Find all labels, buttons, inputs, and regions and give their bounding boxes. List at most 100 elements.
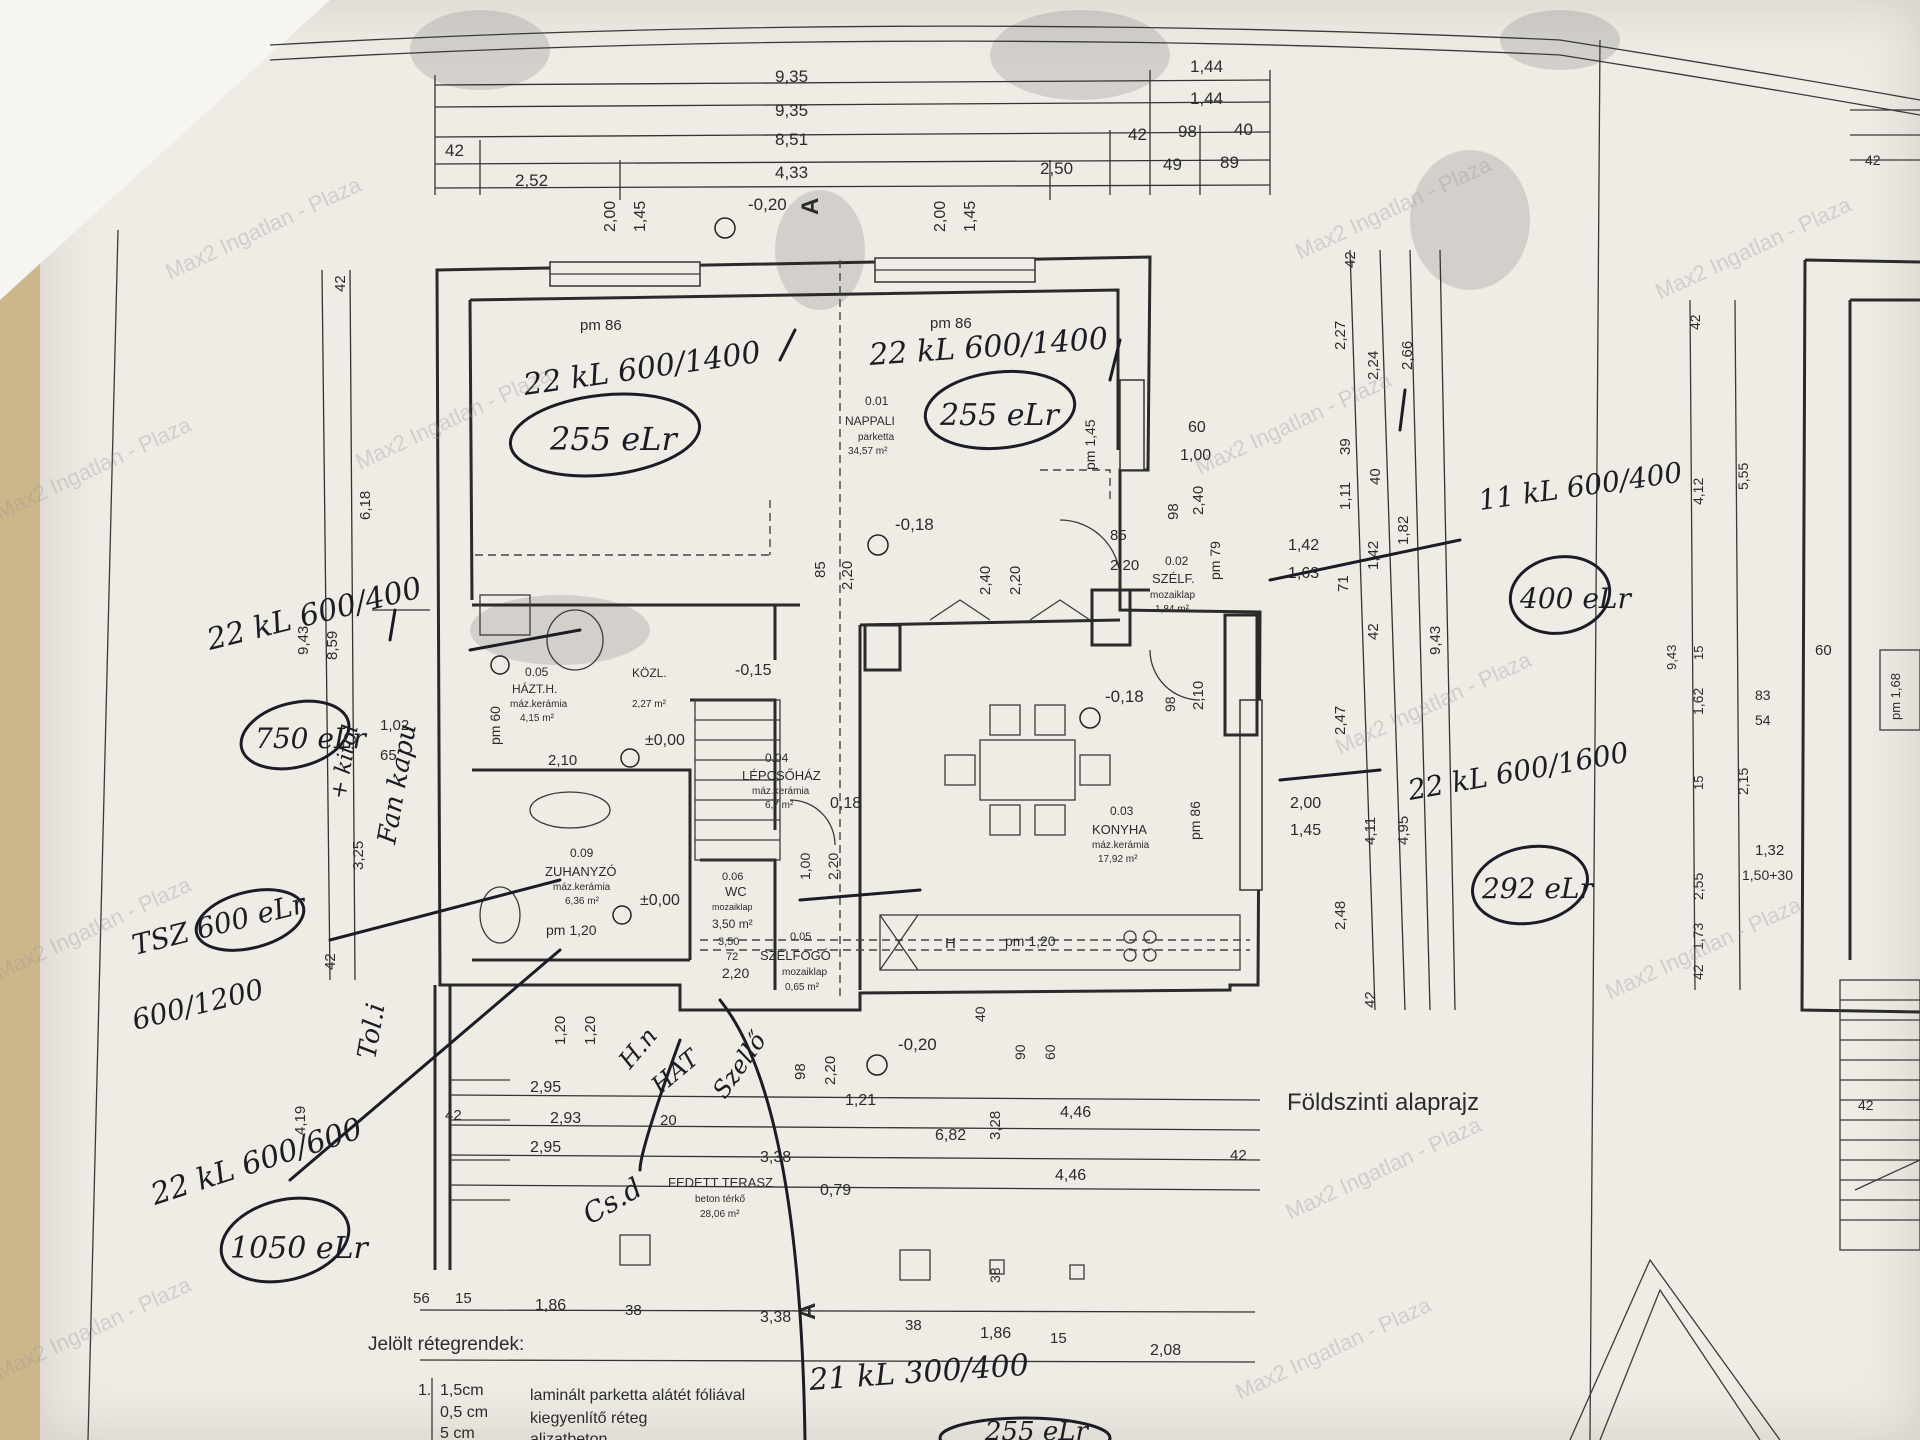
- rs-dim-18: 42: [1858, 1097, 1874, 1113]
- hw-note-17: Cs.d: [577, 1171, 648, 1231]
- top-dim-3b: 42: [1128, 125, 1147, 144]
- win-label-13: 1,42: [1288, 537, 1319, 554]
- rs-dim-9: 2,55: [1690, 873, 1706, 900]
- top-dim-4c: 2,50: [1040, 159, 1073, 178]
- int-dim-9: 1,00: [797, 853, 813, 880]
- hw-note-2: 22 kL 600/1400: [867, 321, 1109, 373]
- watermark-1: Max2 Ingatlan - Plaza: [162, 172, 366, 285]
- right-dim-13: 4,11: [1362, 817, 1379, 845]
- top-dim-1a: 9,35: [775, 67, 808, 86]
- right-dim-14: 4,95: [1395, 816, 1412, 845]
- bottom-dimension-labels: 1,20 1,20 98 2,20 2,95 1,21 42 2,93 20 6…: [413, 1016, 1247, 1359]
- win-label-4: pm 86: [580, 317, 622, 334]
- plan-title: Földszinti alaprajz: [1287, 1089, 1479, 1116]
- bot-dim-r6-7: 15: [1050, 1330, 1067, 1347]
- bot-dim-misc-0: 38: [987, 1267, 1003, 1283]
- hw-note-3: 255 eLr: [939, 398, 1060, 433]
- room-kozl-area: 2,27 m²: [632, 699, 667, 710]
- legend-row-2-thickness: 5 cm: [440, 1425, 475, 1440]
- int-dim-8: 2,10: [548, 752, 577, 769]
- watermark-9: Max2 Ingatlan - Plaza: [1282, 1112, 1486, 1225]
- rs-dim-12: 60: [1815, 642, 1832, 659]
- bot-dim-r1-3: 2,20: [822, 1056, 839, 1085]
- bot-dim-r2-0: 2,95: [530, 1079, 561, 1096]
- level-d: ±0,00: [645, 732, 685, 749]
- level-a: -0,20: [748, 195, 787, 214]
- bottom-dimension-lines: [419, 1094, 1261, 1363]
- hw-note-0: 22 kL 600/1400: [520, 335, 763, 403]
- level-b: -0,18: [895, 515, 934, 534]
- int-dim-6: pm 86: [1187, 801, 1203, 840]
- win-label-12: pm 79: [1207, 541, 1223, 580]
- bot-dim-r4-1: 3,38: [760, 1149, 791, 1166]
- rs-dim-13: 83: [1755, 687, 1771, 703]
- int-dim-18: 60: [1042, 1044, 1058, 1060]
- bot-dim-r6-8: 2,08: [1150, 1342, 1181, 1359]
- rs-dim-17: pm 1,68: [1888, 673, 1903, 720]
- section-mark-top: A: [797, 198, 824, 215]
- bot-dim-r4-2: 42: [1230, 1147, 1247, 1164]
- top-dim-4d: 49: [1163, 155, 1182, 174]
- int-dim-14: pm 1,20: [546, 922, 597, 938]
- win-label-15: pm 1,45: [1082, 419, 1098, 470]
- top-dim-3a: 8,51: [775, 130, 808, 149]
- rs-dim-6: 1,62: [1690, 688, 1706, 715]
- handwritten-annotations: 22 kL 600/1400 255 eLr 22 kL 600/1400 25…: [129, 321, 1684, 1440]
- win-label-3: 1,45: [962, 201, 979, 232]
- interior-walls: [472, 588, 1259, 990]
- bathroom-fixtures: [479, 594, 611, 944]
- door-swings: [789, 519, 1201, 846]
- legend-row-2-desc: aljzatbeton: [530, 1431, 607, 1440]
- room-haztarto-area: 4,15 m²: [520, 713, 555, 724]
- bot-dim-r6-0: 56: [413, 1290, 430, 1307]
- legend-row-0-thickness: 1,5cm: [440, 1382, 484, 1399]
- right-dim-4: 39: [1337, 438, 1354, 455]
- top-dim-5a: 2,52: [515, 171, 548, 190]
- win-label-2: 2,00: [932, 201, 949, 232]
- left-dim-0: 42: [332, 275, 349, 292]
- top-dim-4a: 42: [445, 141, 464, 160]
- right-dim-12: 2,47: [1332, 706, 1349, 735]
- bot-dim-r3-5: 4,46: [1060, 1104, 1091, 1121]
- room-szelf-area: 1,84 m²: [1155, 604, 1190, 615]
- rs-dim-11: 42: [1690, 964, 1706, 980]
- rs-dim-15: 1,32: [1755, 842, 1784, 859]
- top-dimension-labels: 9,35 1,44 9,35 1,44 8,51 42 98 40 42 4,3…: [445, 57, 1253, 190]
- dashed-lines: [475, 260, 1250, 1000]
- right-dimension-labels: 42 2,27 2,24 2,66 39 40 1,11 1,42 1,82 7…: [1290, 251, 1444, 1008]
- hw-note-13: 22 kL 600/1600: [1405, 736, 1631, 807]
- right-dim-15: 2,48: [1332, 901, 1349, 930]
- room-szelf-code: 0.02: [1165, 554, 1189, 568]
- right-dimension-lines: [1349, 249, 1456, 1011]
- int-dim-0: 85: [812, 561, 829, 578]
- staircase: [694, 699, 781, 861]
- left-dim-5: 65: [380, 747, 397, 764]
- room-terasz-name: FEDETT TERASZ: [668, 1175, 773, 1190]
- win-label-6: 60: [1188, 419, 1206, 436]
- right-dim-1: 2,27: [1332, 321, 1349, 350]
- room-terasz-area: 28,06 m²: [700, 1209, 740, 1220]
- win-label-7: 1,00: [1180, 447, 1211, 464]
- win-label-10: 85: [1110, 527, 1127, 544]
- win-label-8: 2,40: [1190, 486, 1207, 515]
- top-windows: [549, 257, 1263, 891]
- win-label-0: 2,00: [602, 201, 619, 232]
- left-dim-2: 9,43: [295, 626, 312, 655]
- room-szelf-name: SZÉLF.: [1152, 571, 1195, 586]
- int-dim-5: 98: [1162, 696, 1178, 712]
- room-szelfogo2-name: SZÉLFOGÓ: [760, 948, 831, 963]
- room-konyha-material: máz.kerámia: [1092, 840, 1150, 851]
- room-nappali-area: 34,57 m²: [848, 446, 888, 457]
- level-markers: -0,20 -0,18 -0,18 ±0,00 -0,20 ±0,00 -0,1…: [490, 195, 1144, 1076]
- right-dim-17: 2,00: [1290, 795, 1321, 812]
- watermark-11: Max2 Ingatlan - Plaza: [1652, 192, 1856, 305]
- bot-dim-r3-3: 6,82: [935, 1127, 966, 1144]
- stair-marks: [929, 599, 1091, 621]
- left-dimension-lines: [321, 269, 430, 981]
- win-label-9: 98: [1165, 503, 1182, 520]
- hw-note-4: 22 kL 600/400: [202, 571, 425, 658]
- bot-dim-r3-2: 20: [660, 1112, 677, 1129]
- int-dim-2: 2,40: [977, 566, 994, 595]
- room-haztarto-name: HÁZT.H.: [512, 681, 557, 696]
